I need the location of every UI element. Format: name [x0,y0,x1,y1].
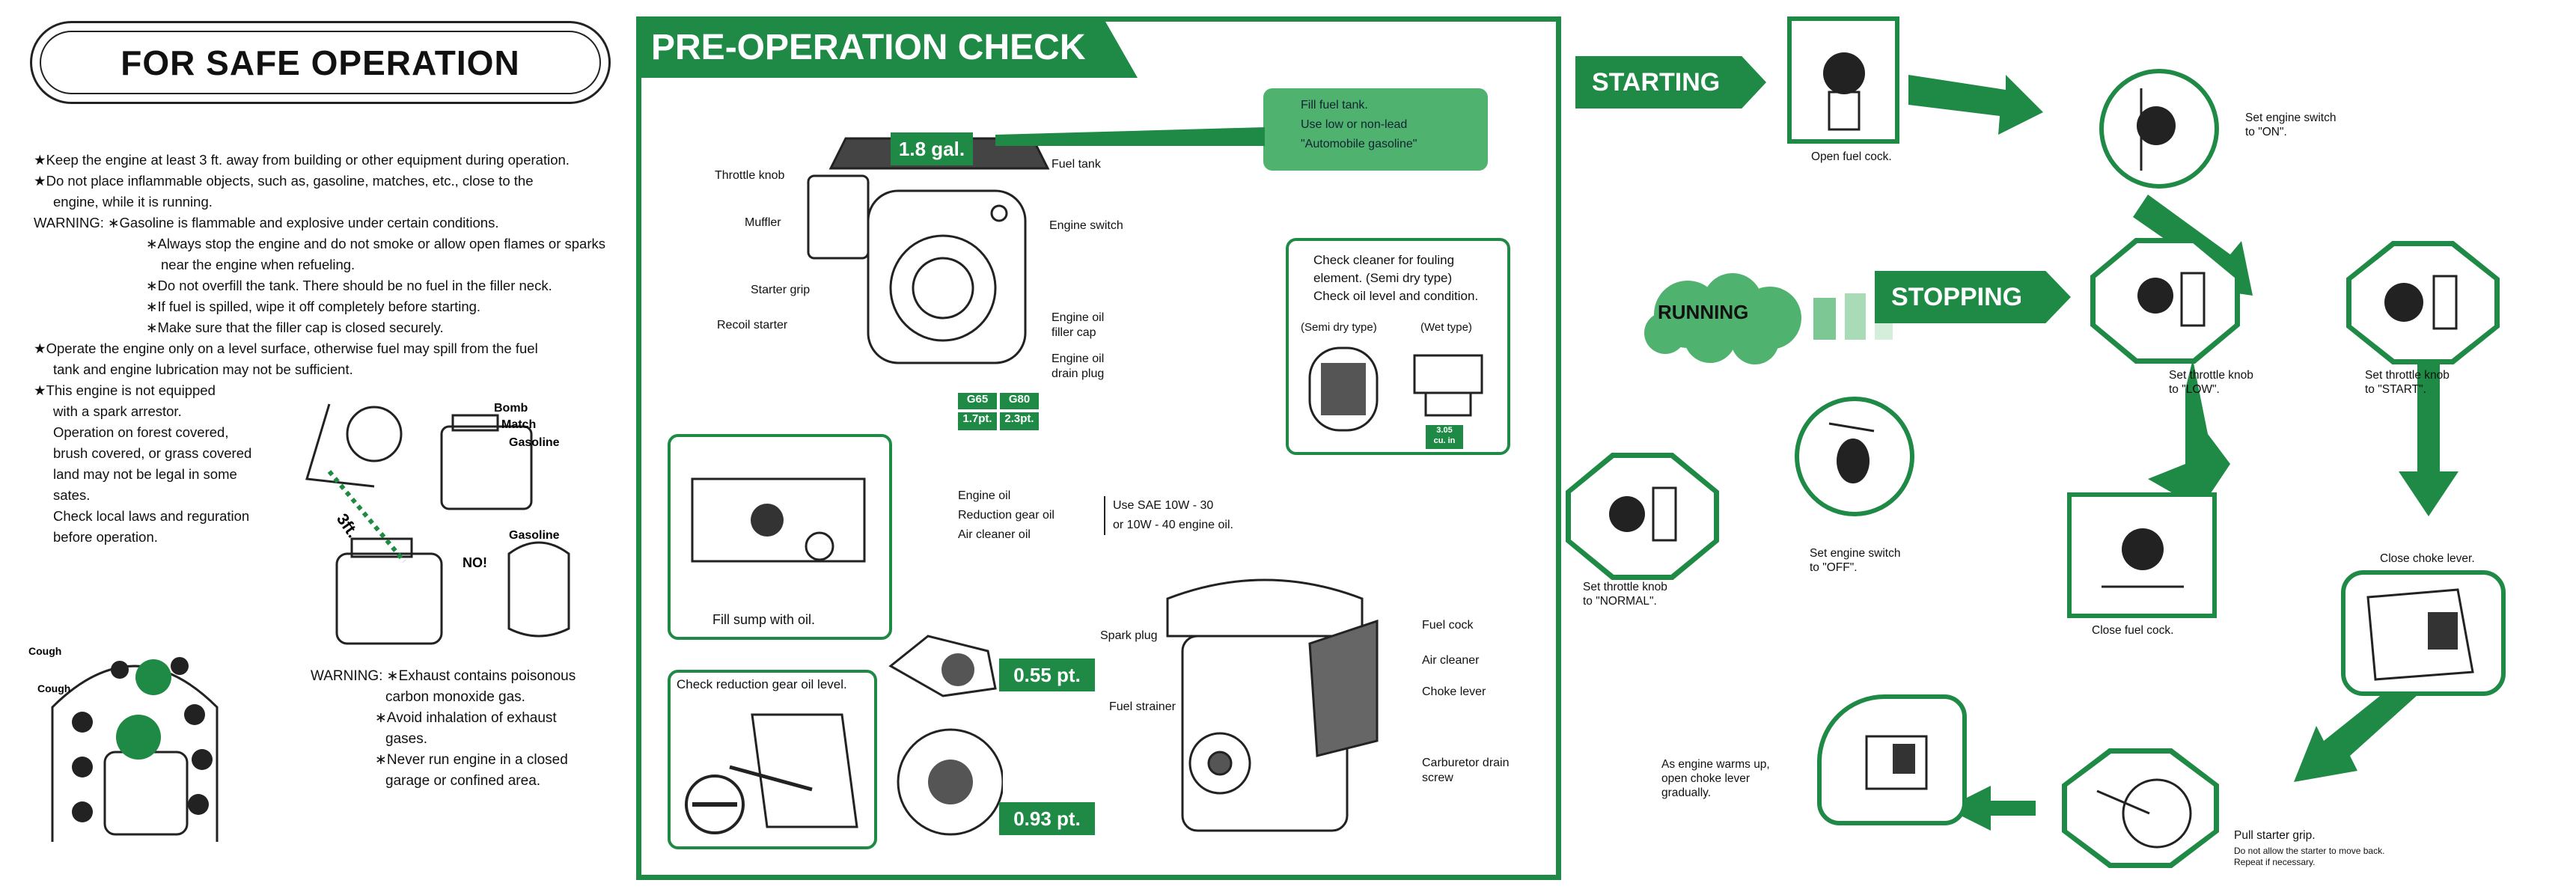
gear-check-illustration [685,713,858,834]
g80-header: G80 [1000,393,1039,409]
throttle-knob-icon [2137,272,2206,327]
exhaust-illustration: Cough Cough [28,645,219,842]
fuel-cock-icon [2102,528,2184,588]
throttle-normal-step [1566,453,1719,580]
spark-plug-label: Spark plug [1100,629,1158,642]
close-choke-caption: Close choke lever. [2380,552,2475,565]
pull-starter-step [2062,748,2219,868]
close-fuel-cock-step [2067,492,2217,618]
engine-switch-icon [2137,88,2176,171]
cleaner-illustration [1308,346,1483,432]
reduction-gear-box [668,670,877,849]
recoil-starter-label: Recoil starter [717,319,788,332]
fuel-cock-icon [1823,52,1865,131]
exhaust-warning: WARNING: ∗Exhaust contains poisonous car… [311,668,576,789]
pull-starter-caption: Pull starter grip. [2234,829,2316,842]
g65-header: G65 [958,393,997,409]
open-fuel-cock-caption: Open fuel cock. [1811,150,1892,163]
throttle-start-step [2346,241,2500,364]
fill-fuel-note: Fill fuel tank.Use low or non-lead"Autom… [1263,88,1488,171]
throttle-knob-icon [1609,486,1677,542]
choke-lever-label: Choke lever [1422,685,1486,698]
safety-rules: ★Keep the engine at least 3 ft. away fro… [34,152,605,545]
cough-label-2: Cough [37,682,70,694]
choke-lever-icon [2366,588,2474,681]
throttle-knob-label: Throttle knob [715,169,785,182]
wet-type-label: (Wet type) [1420,321,1472,334]
running-cloud [1644,273,1893,364]
starter-grip-label: Starter grip [751,284,811,296]
g65-volume: 1.7pt. [958,412,997,430]
open-fuel-cock-step [1787,16,1899,144]
semi-dry-label: (Semi dry type) [1301,321,1377,334]
fill-sump-box [668,434,892,640]
cough-label-1: Cough [28,645,61,657]
switch-on-step [2099,69,2219,189]
air-cleaner-label: Air cleaner [1422,654,1480,667]
starter-grip-icon [2096,778,2192,849]
fuel-callout-arrow [995,127,1265,146]
throttle-low-step [2090,238,2240,364]
cleaner-check-box [1286,238,1510,455]
close-fuel-cock-caption: Close fuel cock. [2092,624,2174,637]
close-choke-step [2341,570,2506,696]
fuel-strainer-label: Fuel strainer [1109,700,1176,713]
gear-oil-093: 0.93 pt. [999,802,1095,835]
stopping-banner: STOPPING [1875,271,2071,323]
cycle-arrows [1908,75,2459,831]
gear-oil-055: 0.55 pt. [999,659,1095,691]
engine-switch-label: Engine switch [1049,219,1123,232]
muffler-label: Muffler [745,216,781,229]
pull-starter-note: Do not allow the starter to move back.Re… [2234,846,2385,867]
gasoline-label: Gasoline [509,436,560,449]
distance-label: 3ft. [333,510,362,541]
gasoline-label-2: Gasoline [509,529,560,542]
no-label: NO! [463,555,487,570]
fuel-capacity-badge: 1.8 gal. [891,132,973,165]
pre-operation-title: PRE-OPERATION CHECK [636,16,1138,78]
bomb-label: Bomb [494,402,528,415]
gear-case-illustrations [888,635,1003,836]
open-choke-step [1817,694,1967,825]
engine-side-illustration [1166,578,1379,832]
fuel-tank-label: Fuel tank [1052,158,1101,171]
fuel-cock-label: Fuel cock [1422,619,1474,632]
g80-volume: 2.3pt. [1000,412,1039,430]
throttle-knob-icon [2384,275,2458,330]
switch-off-step [1795,397,1914,516]
reduction-gear-label: Check reduction gear oil level. [677,677,847,691]
running-label: RUNNING [1658,301,1749,323]
choke-open-icon [1865,735,1928,790]
match-label: Match [501,418,536,431]
fill-sump-label: Fill sump with oil. [712,612,816,627]
engine-switch-icon [1828,422,1875,483]
sump-illustration [691,477,866,563]
clearance-illustration: 3ft. Bomb Match Gasoline Gasoline NO! [305,402,570,645]
starting-banner: STARTING [1575,56,1766,109]
safe-operation-title: FOR SAFE OPERATION [30,21,611,104]
